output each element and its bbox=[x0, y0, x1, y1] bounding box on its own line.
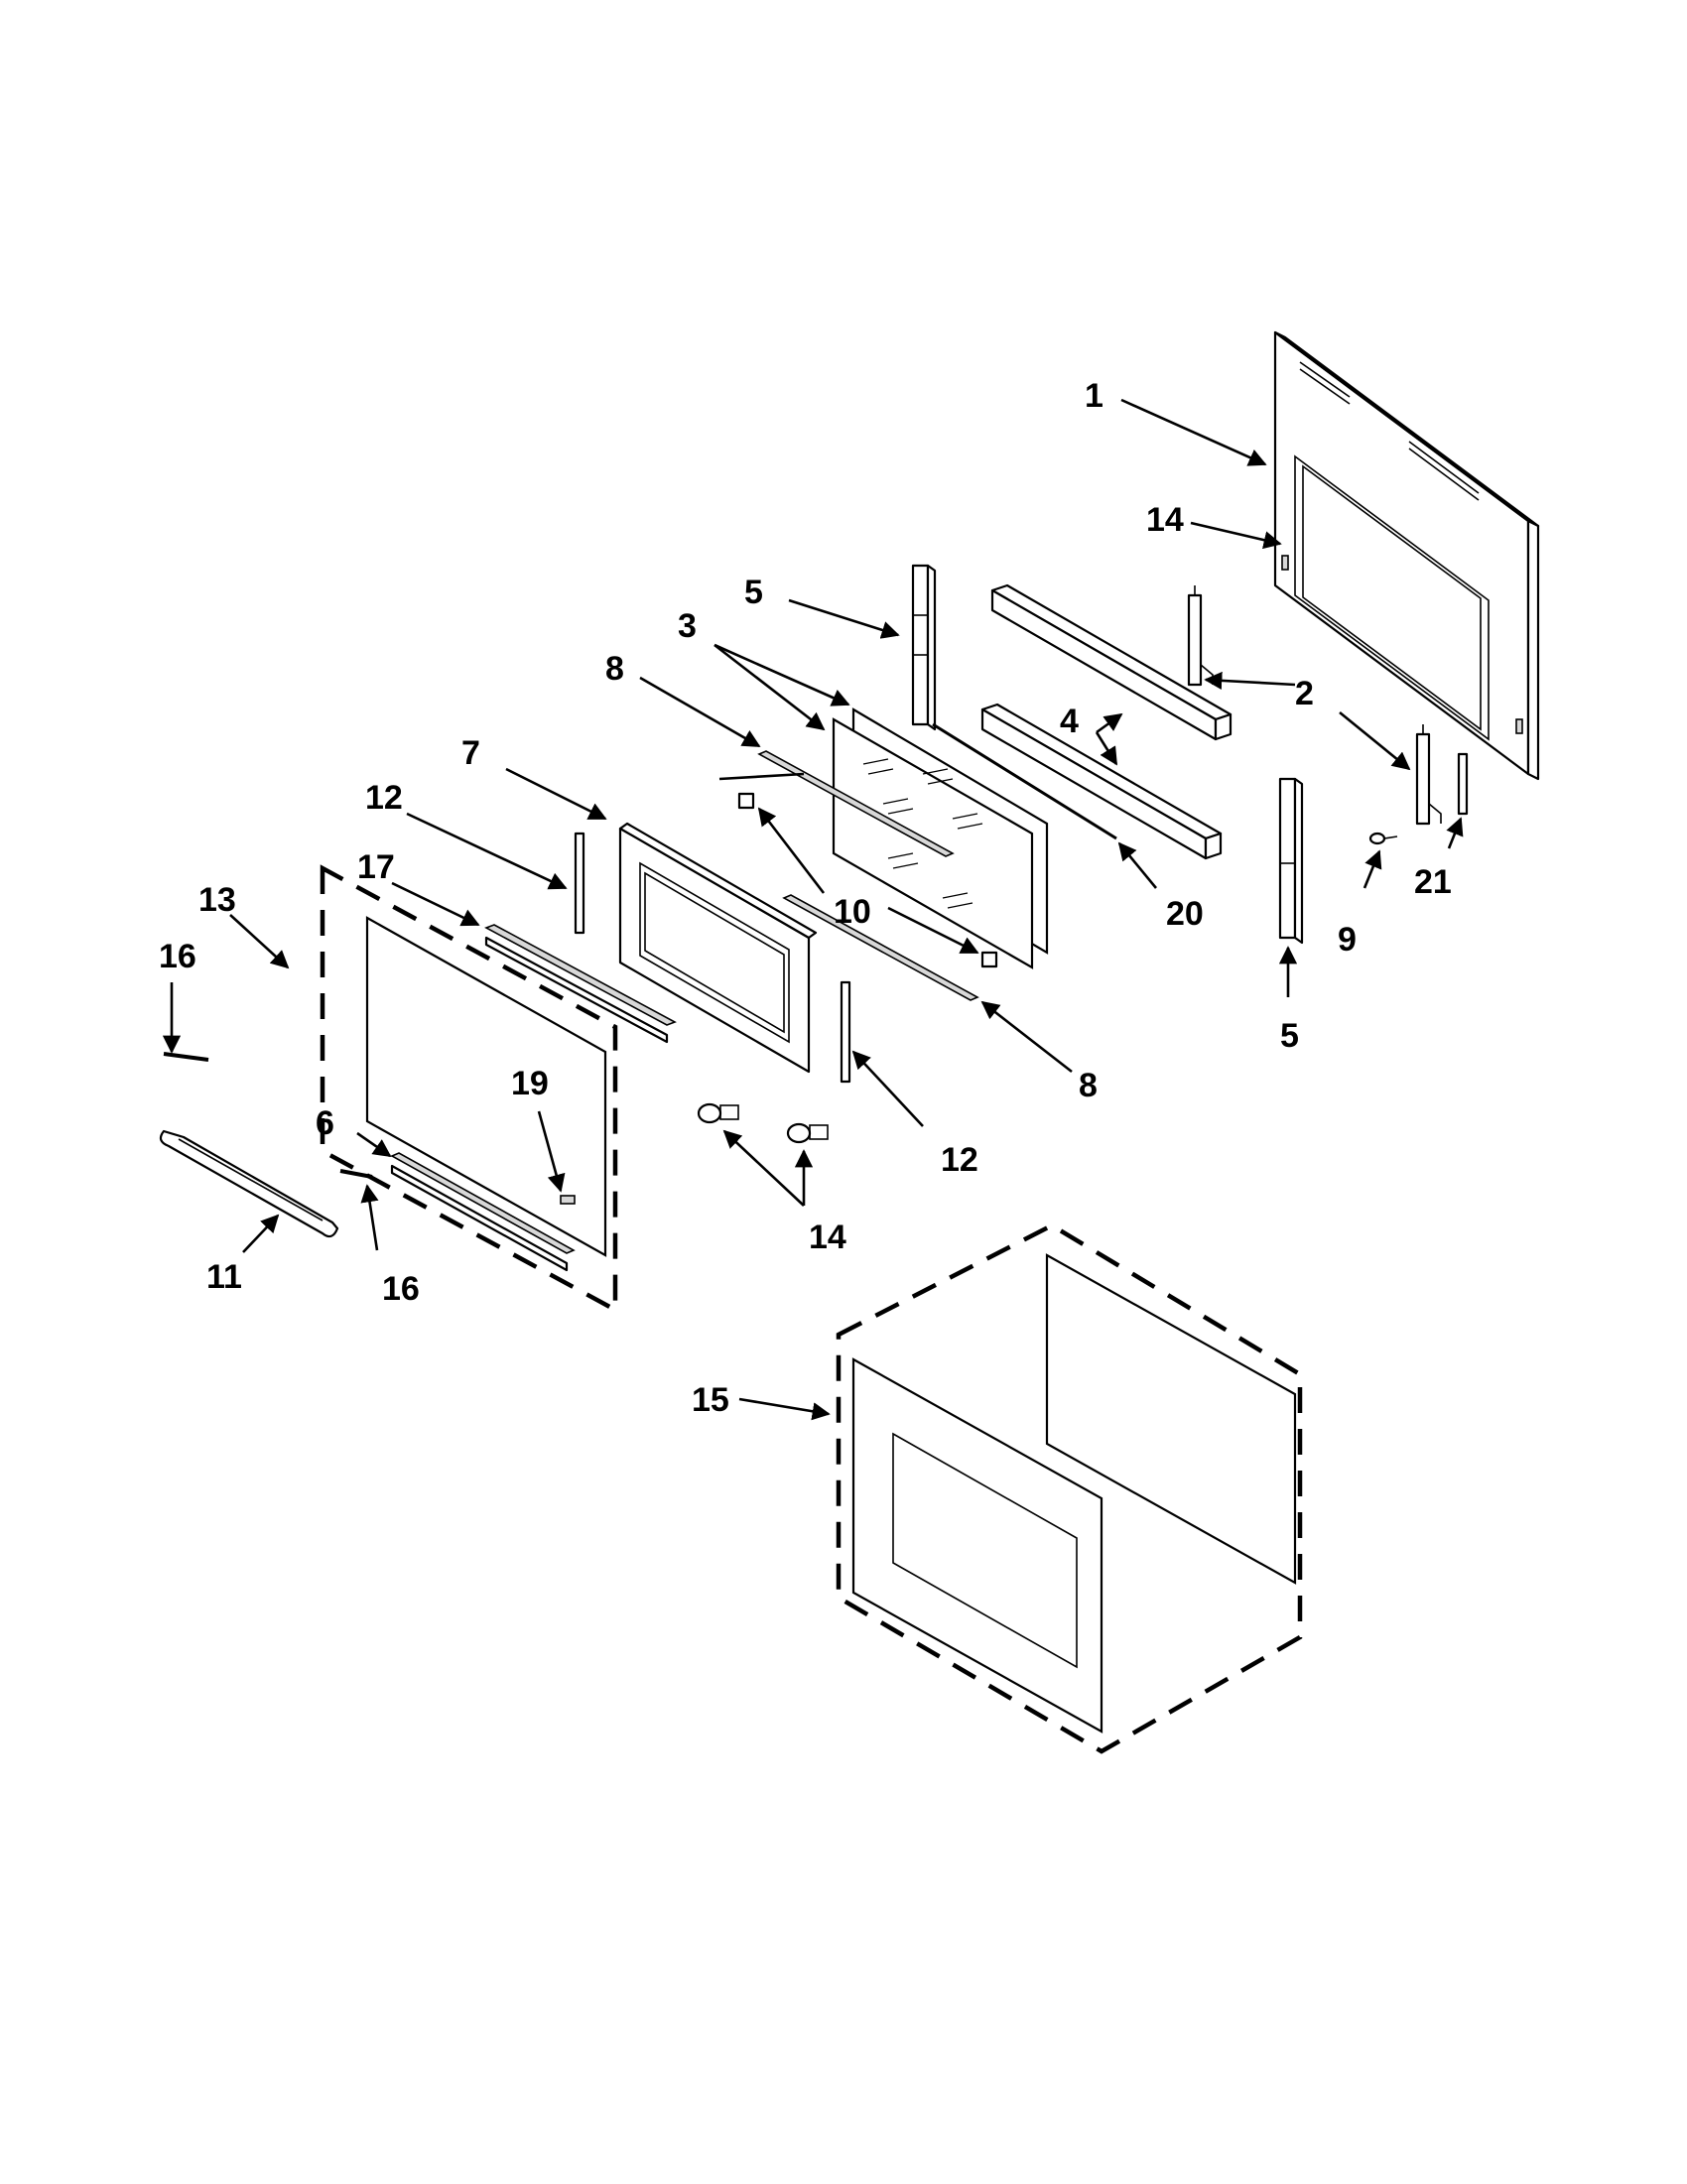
callout-4: 4 bbox=[1060, 703, 1079, 740]
callout-labels: 1 14 5 3 2 8 4 7 12 17 10 20 21 9 13 16 … bbox=[159, 377, 1452, 1419]
door-handle bbox=[159, 1129, 339, 1238]
trim-strip-lower bbox=[782, 894, 979, 1001]
callout-11: 11 bbox=[206, 1258, 242, 1296]
callout-12-lower: 12 bbox=[941, 1141, 978, 1179]
bottom-trim bbox=[390, 1152, 576, 1272]
side-bracket-right bbox=[840, 980, 851, 1084]
gasket-strip bbox=[932, 722, 1117, 840]
hinge-lower bbox=[1415, 724, 1442, 826]
callout-21: 21 bbox=[1414, 863, 1452, 901]
callout-5-lower: 5 bbox=[1280, 1017, 1299, 1055]
trim-strip-upper bbox=[757, 750, 955, 857]
hinge-channel-upper bbox=[911, 564, 937, 731]
hinge-upper bbox=[1187, 585, 1214, 687]
callout-2: 2 bbox=[1295, 675, 1314, 712]
callout-10: 10 bbox=[834, 893, 871, 931]
support-rail bbox=[484, 924, 677, 1044]
end-cap-upper bbox=[163, 1052, 209, 1062]
door-frame bbox=[618, 822, 818, 1074]
callout-3: 3 bbox=[678, 607, 697, 645]
callout-9: 9 bbox=[1338, 921, 1357, 959]
outer-glass-assembly bbox=[836, 1222, 1303, 1754]
callout-14-lower: 14 bbox=[809, 1219, 846, 1256]
door-spacer-lower bbox=[980, 703, 1223, 860]
callout-8-upper: 8 bbox=[605, 650, 624, 688]
callout-16-lower: 16 bbox=[382, 1270, 420, 1308]
callout-5-upper: 5 bbox=[744, 574, 763, 611]
side-bracket-left bbox=[574, 832, 585, 935]
callout-16-upper: 16 bbox=[159, 938, 196, 975]
spacer-block-upper bbox=[737, 792, 755, 810]
callout-12-upper: 12 bbox=[365, 779, 403, 817]
callout-6: 6 bbox=[316, 1104, 334, 1142]
callout-7: 7 bbox=[461, 734, 480, 772]
callout-17: 17 bbox=[357, 848, 395, 886]
callout-8-lower: 8 bbox=[1079, 1067, 1098, 1104]
door-spacer-upper bbox=[990, 583, 1233, 741]
hinge-bracket bbox=[1457, 752, 1469, 816]
hinge-screw-left bbox=[697, 1102, 739, 1124]
spacer-block-lower bbox=[980, 951, 998, 968]
screw bbox=[1368, 832, 1398, 845]
hinge-channel-lower bbox=[1278, 777, 1304, 945]
callout-14-top: 14 bbox=[1146, 501, 1184, 539]
callout-13: 13 bbox=[198, 881, 236, 919]
callout-19: 19 bbox=[511, 1065, 549, 1102]
callout-1: 1 bbox=[1085, 377, 1103, 415]
callout-20: 20 bbox=[1166, 895, 1204, 933]
leader-lines bbox=[162, 398, 1464, 1421]
hinge-screw-right bbox=[786, 1122, 829, 1144]
outer-glass-kit bbox=[320, 864, 618, 1314]
inner-door-panel bbox=[1273, 330, 1540, 781]
callout-15: 15 bbox=[692, 1381, 729, 1419]
end-cap-lower bbox=[339, 1169, 373, 1179]
